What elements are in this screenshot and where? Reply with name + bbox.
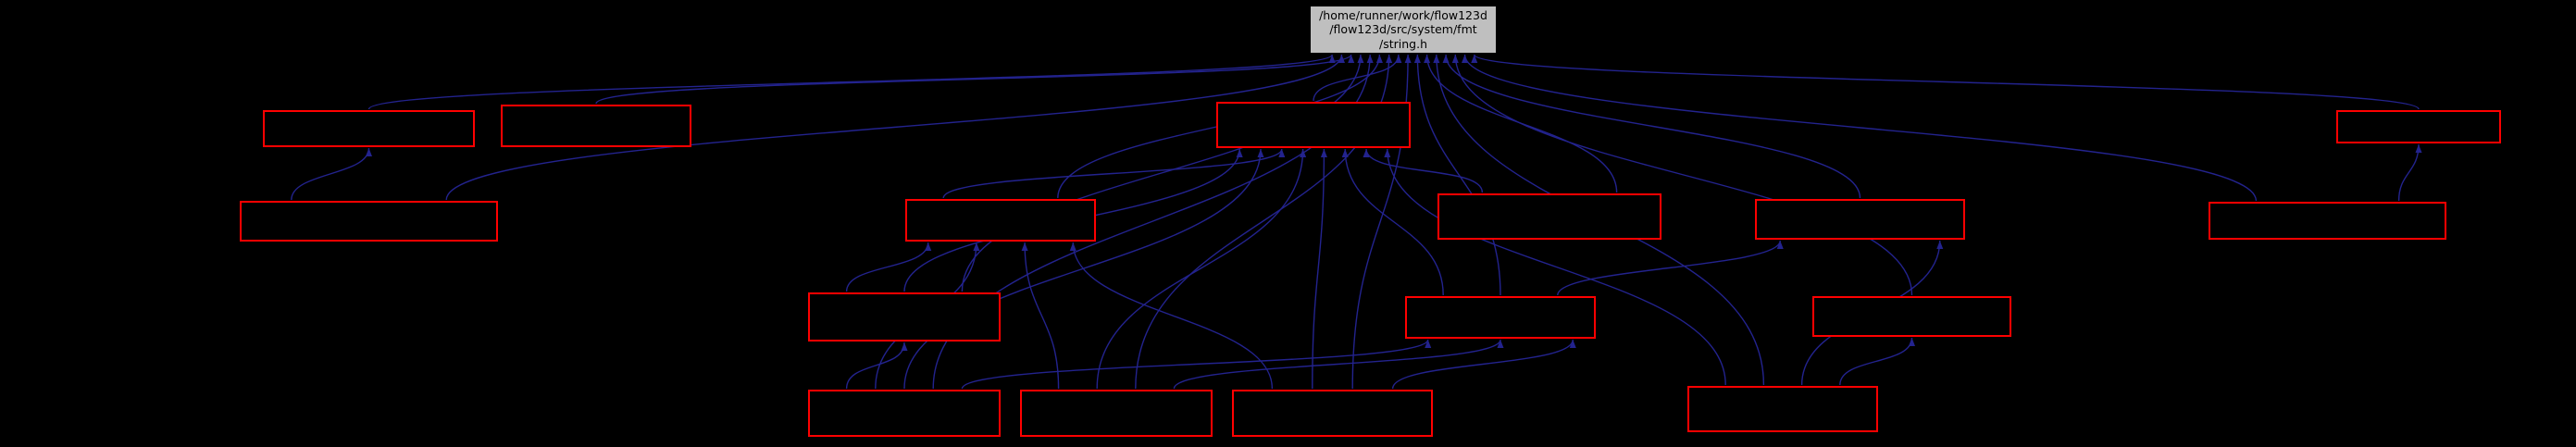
- edge-o-to-k: [1391, 339, 1576, 390]
- graph-node-p[interactable]: [1687, 386, 1878, 432]
- edge-o-to-f: [1069, 242, 1274, 390]
- edge-m-to-k: [961, 339, 1432, 390]
- edge-e-to-root: [445, 54, 1345, 201]
- graph-node-o[interactable]: [1232, 390, 1433, 437]
- edge-d-to-root: [1471, 54, 2420, 110]
- edge-i-to-root: [1462, 54, 2258, 202]
- edge-e-to-a: [291, 147, 372, 201]
- edge-m-to-c: [903, 148, 1264, 390]
- edge-h-to-root: [1442, 54, 1861, 199]
- graph-node-d[interactable]: [2336, 110, 2501, 143]
- edge-n-to-c: [1096, 148, 1307, 390]
- root-node-label-line1: /home/runner/work/flow123d: [1319, 7, 1487, 22]
- root-node: /home/runner/work/flow123d /flow123d/src…: [1310, 6, 1497, 54]
- graph-node-n[interactable]: [1020, 390, 1213, 437]
- edge-a-to-root: [367, 54, 1336, 110]
- graph-node-b[interactable]: [501, 105, 691, 147]
- edge-o-to-c: [1312, 148, 1327, 390]
- graph-node-i[interactable]: [2209, 202, 2446, 240]
- graph-node-j[interactable]: [808, 292, 1001, 341]
- root-node-label-line3: /string.h: [1379, 36, 1427, 51]
- graph-node-f[interactable]: [905, 199, 1096, 242]
- edge-b-to-root: [595, 54, 1354, 105]
- edge-l-to-root: [1451, 54, 1913, 296]
- graph-node-k[interactable]: [1405, 296, 1596, 339]
- graph-node-m[interactable]: [808, 390, 1001, 437]
- edge-k-to-c: [1341, 148, 1444, 296]
- edge-f-to-c: [942, 148, 1286, 199]
- graph-node-a[interactable]: [263, 110, 475, 147]
- edge-n-to-k: [1173, 339, 1504, 390]
- edge-p-to-c: [1384, 148, 1726, 386]
- edge-m-to-j: [845, 341, 908, 390]
- edge-i-to-d: [2397, 143, 2422, 202]
- edge-n-to-f: [1021, 242, 1060, 390]
- edge-j-to-f: [845, 242, 932, 292]
- edge-k-to-root: [1413, 54, 1501, 296]
- edge-k-to-h: [1557, 240, 1784, 296]
- graph-node-g[interactable]: [1437, 193, 1661, 240]
- graph-node-c[interactable]: [1216, 102, 1411, 148]
- graph-node-e[interactable]: [240, 201, 498, 242]
- edge-p-to-l: [1839, 337, 1915, 386]
- edge-g-to-c: [1363, 148, 1484, 193]
- root-node-label-line2: /flow123d/src/system/fmt: [1329, 22, 1477, 37]
- edge-j-to-root: [961, 54, 1364, 292]
- edge-c-to-root: [1313, 54, 1402, 102]
- graph-node-l[interactable]: [1812, 296, 2011, 337]
- graph-node-h[interactable]: [1755, 199, 1965, 240]
